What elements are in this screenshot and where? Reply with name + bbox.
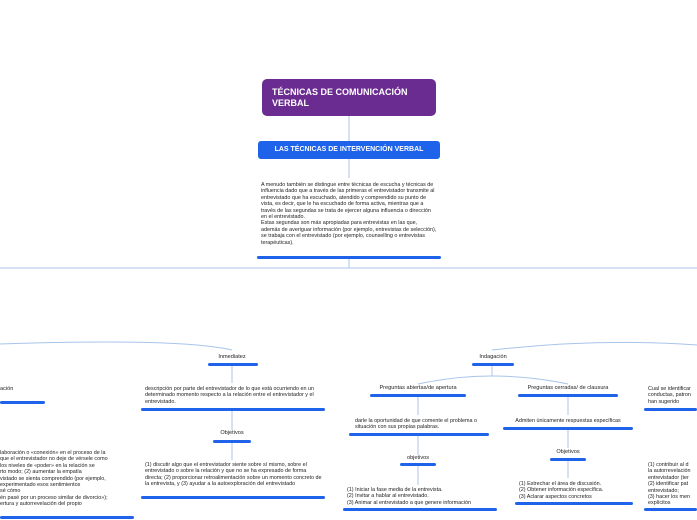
inmediatez-desc-underline [141, 408, 325, 411]
intro-text: A menudo también se distingue entre técn… [261, 182, 437, 246]
inmediatez-objetivos-label[interactable]: Objetivos [220, 430, 244, 436]
cerradas-label[interactable]: Preguntas cerradas/ de clausura [527, 385, 609, 391]
right-branch-underline [644, 408, 697, 411]
indagacion-label[interactable]: Indagación [479, 354, 507, 360]
inmediatez-underline [208, 363, 258, 366]
cerradas-desc-underline [503, 427, 633, 430]
left-branch-underline [0, 401, 45, 404]
cerradas-objetivos-underline [550, 458, 586, 461]
inmediatez-desc: descripción por parte del entrevistador … [145, 386, 315, 405]
root-node[interactable]: TÉCNICAS DE COMUNICACIÓN VERBAL [262, 79, 436, 116]
indagacion-underline [472, 363, 514, 366]
abiertas-objetivos-text: (1) Iniciar la fase media de la entrevis… [347, 487, 472, 506]
right-text-underline [644, 508, 697, 511]
cerradas-desc: Admiten únicamente respuestas específica… [515, 418, 621, 424]
left-branch-label[interactable]: ación [0, 386, 14, 392]
abiertas-objetivos-underline [400, 463, 436, 466]
inmediatez-label[interactable]: Inmediatez [218, 354, 246, 360]
cerradas-underline [518, 394, 618, 397]
left-text-underline [0, 516, 134, 519]
cerradas-objetivos-underline-2 [515, 502, 633, 505]
cerradas-objetivos-label[interactable]: Objetivos [556, 449, 580, 455]
left-branch-text: laboración o «conexión» en el proceso de… [0, 450, 108, 508]
right-branch-text: (1) contribuir al d la autorrevelación e… [648, 462, 691, 507]
right-branch-label[interactable]: Cual se identificar conductas, patron ha… [648, 386, 691, 405]
abiertas-label[interactable]: Preguntas abiertas/de apertura [379, 385, 457, 391]
root-title: TÉCNICAS DE COMUNICACIÓN VERBAL [272, 87, 408, 108]
abiertas-underline [370, 394, 466, 397]
abiertas-objetivos-label[interactable]: objetivos [406, 455, 430, 461]
abiertas-desc-underline [349, 433, 489, 436]
inmediatez-objetivos-underline [213, 440, 251, 443]
technique-title: LAS TÉCNICAS DE INTERVENCIÓN VERBAL [274, 146, 424, 153]
abiertas-desc: darle la oportunidad de que comente el p… [355, 418, 477, 431]
inmediatez-objetivos-underline-2 [141, 496, 325, 499]
technique-node[interactable]: LAS TÉCNICAS DE INTERVENCIÓN VERBAL [258, 141, 440, 159]
inmediatez-objetivos-text: (1) discutir algo que el entrevistador s… [145, 462, 322, 488]
intro-underline [257, 256, 441, 259]
abiertas-objetivos-underline-2 [343, 508, 497, 511]
cerradas-objetivos-text: (1) Estrechar el área de discusión. (2) … [519, 481, 604, 500]
